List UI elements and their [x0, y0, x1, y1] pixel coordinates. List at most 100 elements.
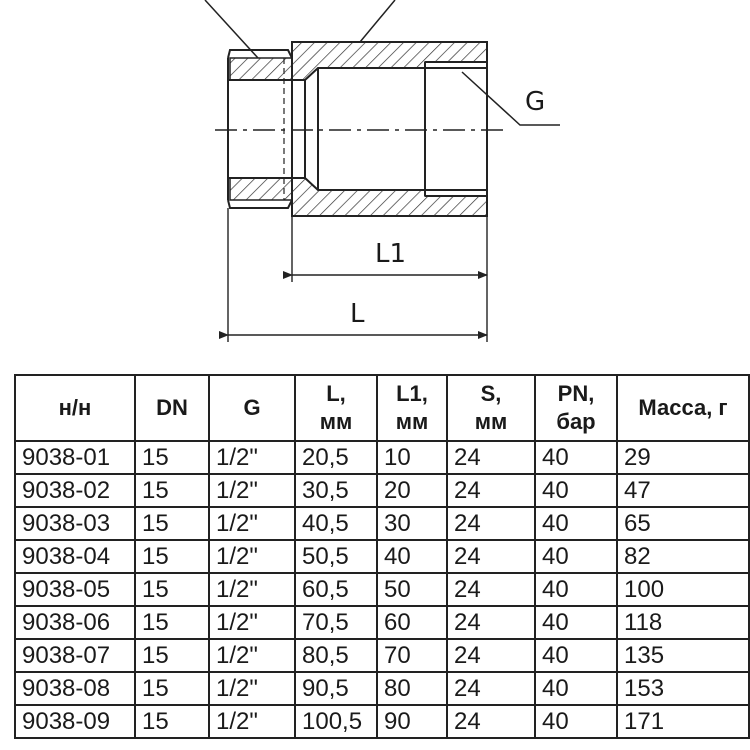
table-cell: 9038-09: [14, 704, 136, 739]
table-cell: 1/2": [208, 506, 296, 541]
table-cell: 100: [616, 572, 750, 607]
table-cell: 9038-08: [14, 671, 136, 706]
table-header-cell: н/н: [14, 374, 136, 442]
table-cell: 90: [376, 704, 448, 739]
table-cell: 60,5: [294, 572, 378, 607]
header-line: S,: [480, 381, 502, 406]
l-label: L: [350, 299, 365, 329]
header-unit: мм: [319, 409, 353, 434]
table-cell: 15: [134, 440, 210, 475]
table-cell: 82: [616, 539, 750, 574]
table-cell: 15: [134, 638, 210, 673]
table-cell: 9038-04: [14, 539, 136, 574]
table-cell: 15: [134, 539, 210, 574]
leader-lines: [204, 0, 396, 59]
table-header-cell: G: [208, 374, 296, 442]
table-cell: 50,5: [294, 539, 378, 574]
table-cell: 24: [446, 539, 536, 574]
table-cell: 135: [616, 638, 750, 673]
table-cell: 30: [376, 506, 448, 541]
table-cell: 40: [534, 671, 618, 706]
table-cell: 1/2": [208, 638, 296, 673]
g-label: G: [525, 87, 545, 117]
table-cell: 15: [134, 506, 210, 541]
table-cell: 29: [616, 440, 750, 475]
table-cell: 65: [616, 506, 750, 541]
table-cell: 40: [534, 605, 618, 640]
header-line: L,: [326, 381, 346, 406]
table-cell: 20,5: [294, 440, 378, 475]
table-cell: 15: [134, 704, 210, 739]
table-cell: 40: [534, 638, 618, 673]
header-unit: мм: [474, 409, 508, 434]
table-cell: 24: [446, 638, 536, 673]
table-cell: 9038-01: [14, 440, 136, 475]
table-cell: 10: [376, 440, 448, 475]
table-cell: 118: [616, 605, 750, 640]
table-cell: 9038-02: [14, 473, 136, 508]
table-header-cell: L, мм: [294, 374, 378, 442]
table-cell: 40: [534, 704, 618, 739]
header-line: н/н: [58, 395, 92, 420]
table-cell: 40: [534, 539, 618, 574]
header-line: Масса, г: [638, 395, 728, 420]
header-line: G: [243, 395, 261, 420]
header-line: PN,: [557, 381, 595, 406]
table-cell: 9038-03: [14, 506, 136, 541]
table-cell: 40,5: [294, 506, 378, 541]
header-line: DN: [156, 395, 188, 420]
table-cell: 1/2": [208, 671, 296, 706]
table-cell: 15: [134, 605, 210, 640]
table-cell: 50: [376, 572, 448, 607]
table-cell: 40: [534, 473, 618, 508]
table-header-cell: Масса, г: [616, 374, 750, 442]
header-unit: бар: [556, 409, 596, 434]
table-cell: 40: [376, 539, 448, 574]
table-cell: 24: [446, 506, 536, 541]
l1-label: L1: [375, 239, 406, 269]
table-cell: 24: [446, 671, 536, 706]
table-cell: 15: [134, 671, 210, 706]
fitting-drawing: G L1 L: [204, 0, 560, 342]
table-cell: 9038-05: [14, 572, 136, 607]
table-cell: 15: [134, 572, 210, 607]
table-cell: 40: [534, 440, 618, 475]
table-cell: 1/2": [208, 473, 296, 508]
table-cell: 9038-07: [14, 638, 136, 673]
table-cell: 80: [376, 671, 448, 706]
table-cell: 80,5: [294, 638, 378, 673]
table-cell: 1/2": [208, 539, 296, 574]
table-header-cell: S, мм: [446, 374, 536, 442]
table-cell: 60: [376, 605, 448, 640]
table-header-cell: PN, бар: [534, 374, 618, 442]
table-cell: 40: [534, 572, 618, 607]
table-cell: 171: [616, 704, 750, 739]
table-cell: 24: [446, 473, 536, 508]
table-cell: 24: [446, 605, 536, 640]
table-cell: 24: [446, 704, 536, 739]
table-cell: 15: [134, 473, 210, 508]
table-cell: 24: [446, 572, 536, 607]
table-cell: 47: [616, 473, 750, 508]
hatched-sections: [229, 41, 488, 217]
table-cell: 30,5: [294, 473, 378, 508]
table-cell: 70: [376, 638, 448, 673]
table-cell: 1/2": [208, 605, 296, 640]
table-cell: 1/2": [208, 704, 296, 739]
g-leader: [461, 71, 560, 126]
table-cell: 153: [616, 671, 750, 706]
table-cell: 40: [534, 506, 618, 541]
table-cell: 100,5: [294, 704, 378, 739]
table-cell: 70,5: [294, 605, 378, 640]
